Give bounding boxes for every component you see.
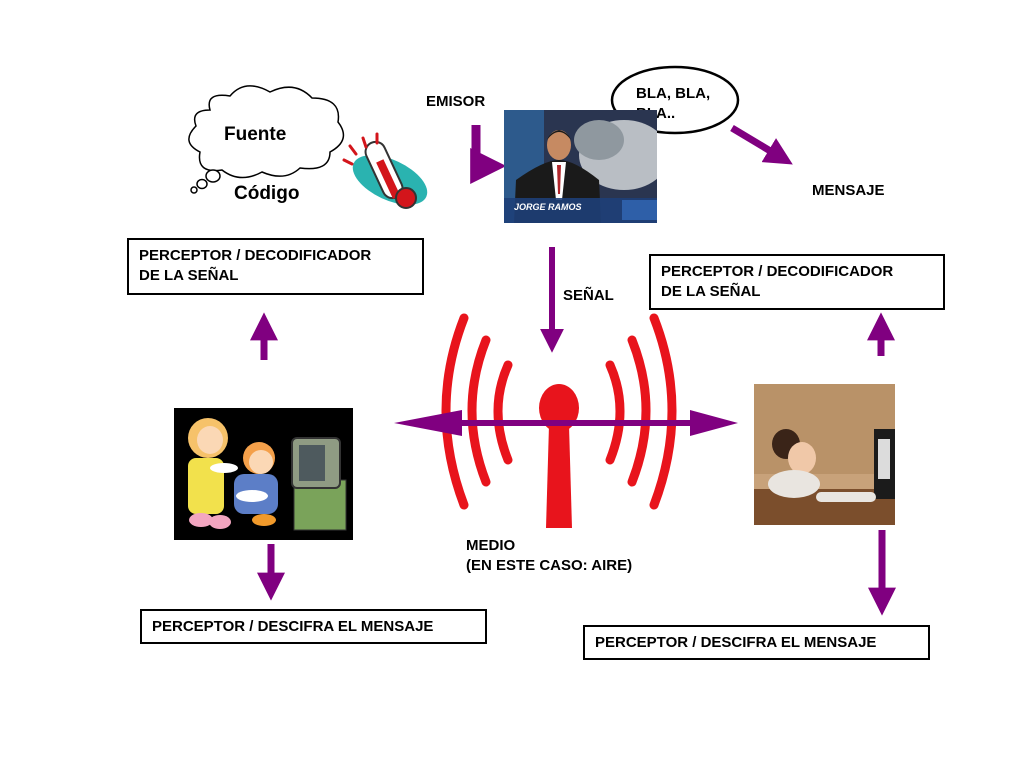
girl-photo [754, 384, 895, 525]
decipher-left-text: PERCEPTOR / DESCIFRA EL MENSAJE [152, 618, 434, 635]
message-arrow [730, 124, 793, 165]
news-anchor-caption: JORGE RAMOS [514, 202, 582, 212]
decipher-box-right: PERCEPTOR / DESCIFRA EL MENSAJE [583, 625, 930, 660]
decoder-right-line2: DE LA SEÑAL [661, 283, 761, 300]
kids-cartoon [174, 408, 353, 540]
news-anchor-image: JORGE RAMOS [504, 110, 657, 223]
medio-line1: MEDIO [466, 537, 516, 554]
emisor-arrow [470, 125, 507, 184]
decoder-box-right: PERCEPTOR / DECODIFICADOR DE LA SEÑAL [649, 254, 945, 310]
decoder-box-left: PERCEPTOR / DECODIFICADOR DE LA SEÑAL [127, 238, 424, 295]
decipher-right-text: PERCEPTOR / DESCIFRA EL MENSAJE [595, 634, 877, 651]
decoder-left-line1: PERCEPTOR / DECODIFICADOR [139, 247, 372, 264]
decoder-left-line2: DE LA SEÑAL [139, 267, 239, 284]
kids-watching-tv-image [174, 408, 353, 540]
girl-watching-tv-image [754, 384, 895, 525]
mensaje-label: MENSAJE [812, 182, 885, 199]
medium-double-arrow [394, 410, 738, 436]
cloud-source-label: Fuente [224, 124, 287, 145]
decipher-box-left: PERCEPTOR / DESCIFRA EL MENSAJE [140, 609, 487, 644]
antenna-icon [441, 313, 677, 510]
emisor-label: EMISOR [426, 93, 486, 110]
thermometer-icon [342, 132, 428, 209]
antenna-mast [539, 384, 579, 528]
medio-label: MEDIO (EN ESTE CASO: AIRE) [466, 536, 632, 576]
news-anchor-scene [504, 110, 657, 223]
decoder-right-line1: PERCEPTOR / DECODIFICADOR [661, 263, 894, 280]
cloud-code-label: Código [234, 183, 300, 204]
thought-cloud-icon [188, 85, 345, 194]
senal-label: SEÑAL [563, 287, 614, 304]
medio-line2: (EN ESTE CASO: AIRE) [466, 557, 633, 574]
